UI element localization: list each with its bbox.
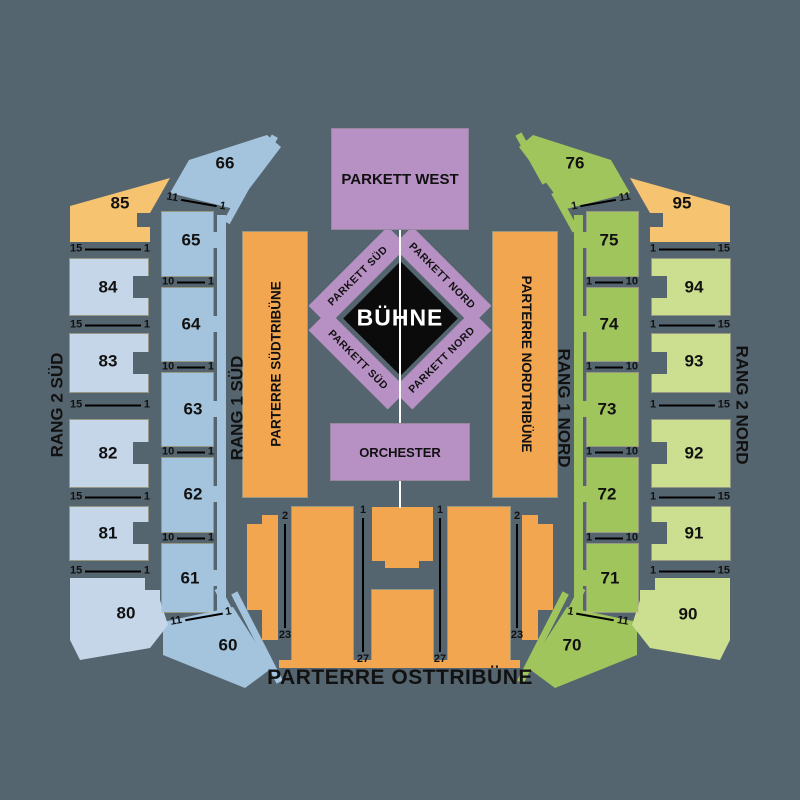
section-label-84: 84 — [98, 277, 118, 297]
rang1-sued-label: RANG 1 SÜD — [227, 355, 247, 461]
section-label-61: 61 — [180, 568, 200, 588]
section-tab — [213, 316, 226, 332]
section-label-92: 92 — [684, 443, 704, 463]
section-label-66: 66 — [215, 153, 235, 173]
section-label-85: 85 — [110, 193, 130, 213]
section-tab — [213, 570, 226, 586]
center-axis-line — [399, 230, 401, 508]
ost-block-bar — [279, 660, 520, 668]
section-label-71: 71 — [600, 568, 620, 588]
section-label-72: 72 — [597, 484, 617, 504]
parkett-west[interactable]: PARKETT WEST — [331, 128, 469, 230]
section-74[interactable] — [587, 288, 638, 361]
section-tab — [213, 486, 226, 502]
section-tab — [574, 570, 587, 586]
section-label-81: 81 — [98, 523, 118, 543]
section-75[interactable] — [587, 212, 638, 276]
section-label-75: 75 — [599, 230, 619, 250]
ost-block-center-bottom[interactable] — [372, 590, 433, 660]
notch — [651, 352, 667, 374]
section-label-70: 70 — [562, 635, 582, 655]
section-label-62: 62 — [183, 484, 203, 504]
notch — [651, 276, 667, 298]
section-label-65: 65 — [181, 230, 201, 250]
parterre-sued-label: PARTERRE SÜDTRIBÜNE — [268, 281, 284, 447]
notch — [133, 352, 149, 374]
section-label-60: 60 — [218, 635, 238, 655]
parterre-suedtribuene[interactable] — [243, 232, 307, 497]
notch — [133, 442, 149, 464]
section-label-82: 82 — [98, 443, 118, 463]
notch — [133, 276, 149, 298]
section-63[interactable] — [162, 373, 213, 446]
section-tab — [574, 401, 587, 417]
notch — [651, 442, 667, 464]
section-62[interactable] — [162, 458, 213, 532]
notch — [651, 522, 667, 544]
section-label-83: 83 — [98, 351, 118, 371]
section-label-74: 74 — [599, 314, 619, 334]
rang2-nord-label: RANG 2 NORD — [732, 345, 752, 465]
section-tab — [574, 486, 587, 502]
orchester-label: ORCHESTER — [359, 444, 441, 460]
section-tab — [213, 401, 226, 417]
section-label-93: 93 — [684, 351, 704, 371]
orchester[interactable]: ORCHESTER — [330, 423, 470, 481]
parterre-nordtribuene[interactable] — [493, 232, 557, 497]
parkett-west-label: PARKETT WEST — [341, 170, 459, 188]
section-tab — [213, 232, 226, 248]
section-73[interactable] — [587, 373, 638, 446]
notch — [133, 522, 149, 544]
section-label-90: 90 — [678, 604, 698, 624]
parterre-nord-label: PARTERRE NORDTRIBÜNE — [518, 275, 534, 453]
rang1-nord-label: RANG 1 NORD — [554, 348, 574, 468]
section-72[interactable] — [587, 458, 638, 532]
section-65[interactable] — [162, 212, 213, 276]
section-64[interactable] — [162, 288, 213, 361]
section-label-80: 80 — [116, 603, 136, 623]
rang2-sued-label: RANG 2 SÜD — [47, 352, 67, 458]
section-label-91: 91 — [684, 523, 704, 543]
section-label-76: 76 — [565, 153, 585, 173]
section-71[interactable] — [587, 544, 638, 612]
ost-block-left[interactable] — [292, 507, 353, 660]
section-label-63: 63 — [183, 399, 203, 419]
section-61[interactable] — [162, 544, 213, 612]
section-tab — [574, 232, 587, 248]
section-label-94: 94 — [684, 277, 704, 297]
stage-label: BÜHNE — [356, 304, 444, 331]
ost-block-center-top[interactable] — [372, 507, 433, 568]
section-label-95: 95 — [672, 193, 692, 213]
parterre-ost-label: PARTERRE OSTTRIBÜNE — [267, 666, 533, 689]
section-label-64: 64 — [181, 314, 201, 334]
section-label-73: 73 — [597, 399, 617, 419]
ost-block-right[interactable] — [448, 507, 510, 660]
section-tab — [574, 316, 587, 332]
